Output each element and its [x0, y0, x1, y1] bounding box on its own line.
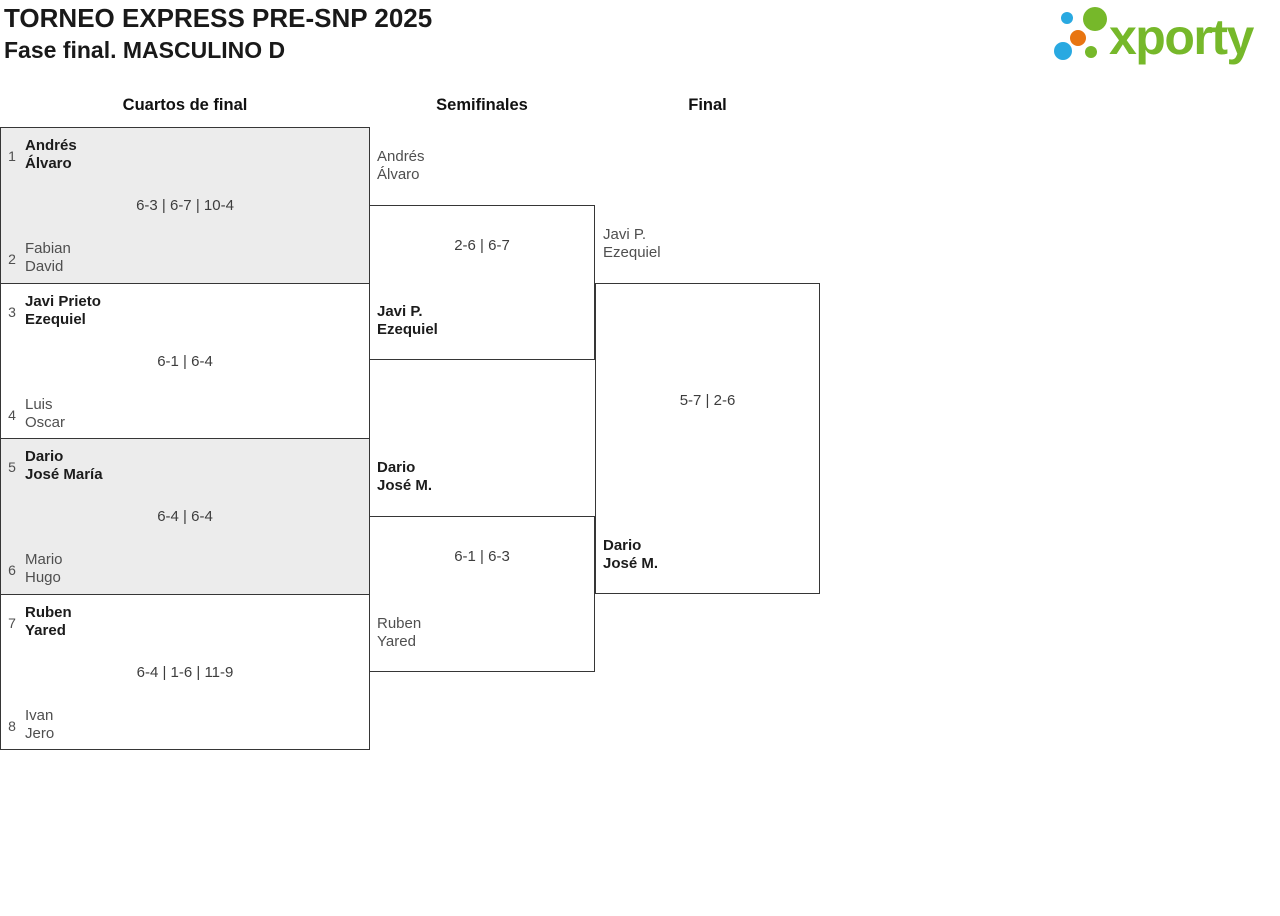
team-pair-loser: Andrés Álvaro — [377, 148, 425, 184]
match-quarterfinal-4[interactable]: 7 Ruben Yared 6-4 | 1-6 | 11-9 8 Ivan Je… — [0, 594, 370, 750]
team-pair-loser: Ivan Jero — [25, 707, 54, 743]
seed-number: 7 — [8, 615, 16, 631]
player-name: José M. — [603, 555, 659, 572]
player-name: Dario — [603, 537, 642, 554]
player-name: Javi P. — [603, 226, 647, 243]
player-name: Álvaro — [377, 166, 420, 183]
player-name: Álvaro — [25, 155, 72, 172]
player-name: Ezequiel — [603, 244, 661, 261]
team-pair-winner: Dario José María — [25, 448, 103, 484]
team-pair-winner: Andrés Álvaro — [25, 137, 77, 173]
player-name: Andrés — [377, 148, 425, 165]
player-name: Hugo — [25, 569, 61, 586]
round-header-quarterfinals: Cuartos de final — [122, 96, 248, 114]
match-score: 5-7 | 2-6 — [679, 392, 736, 409]
match-score: 6-4 | 1-6 | 11-9 — [136, 664, 234, 681]
player-name: Fabian — [25, 240, 71, 257]
match-score: 2-6 | 6-7 — [454, 237, 510, 254]
match-score: 6-1 | 6-3 — [454, 548, 510, 565]
seed-number: 4 — [8, 407, 16, 423]
team-pair-winner: Dario José M. — [377, 459, 432, 495]
player-name: Jero — [25, 725, 55, 742]
xporty-logo[interactable]: xporty — [1047, 2, 1279, 68]
seed-number: 1 — [8, 148, 16, 164]
logo-dot-blue-small — [1061, 12, 1073, 24]
player-name: Javi P. — [377, 303, 423, 320]
match-quarterfinal-2[interactable]: 3 Javi Prieto Ezequiel 6-1 | 6-4 4 Luis … — [0, 283, 370, 439]
logo-dot-green-large — [1083, 7, 1107, 31]
seed-number: 5 — [8, 459, 16, 475]
round-header-final: Final — [688, 96, 727, 114]
team-pair-winner: Ruben Yared — [25, 604, 72, 640]
round-header-semifinals: Semifinales — [436, 96, 528, 114]
player-name: Dario — [25, 448, 64, 465]
team-pair-loser: Javi P. Ezequiel — [603, 226, 661, 262]
team-pair-winner: Javi Prieto Ezequiel — [25, 293, 101, 329]
match-quarterfinal-1[interactable]: 1 Andrés Álvaro 6-3 | 6-7 | 10-4 2 Fabia… — [0, 127, 370, 284]
player-name: Ruben — [25, 604, 72, 621]
match-semifinal-1[interactable] — [369, 205, 595, 360]
player-name: David — [25, 258, 64, 275]
player-name: Ezequiel — [25, 311, 86, 328]
logo-dot-green-small — [1085, 46, 1097, 58]
page-title: TORNEO EXPRESS PRE-SNP 2025 — [4, 3, 433, 33]
match-score: 6-3 | 6-7 | 10-4 — [136, 197, 234, 214]
player-name: Andrés — [25, 137, 77, 154]
player-name: Mario — [25, 551, 63, 568]
match-score: 6-1 | 6-4 — [157, 353, 213, 370]
logo-dots-icon — [1054, 7, 1107, 60]
player-name: Javi Prieto — [25, 293, 101, 310]
player-name: Yared — [377, 633, 416, 650]
player-name: José M. — [377, 477, 433, 494]
match-quarterfinal-3[interactable]: 5 Dario José María 6-4 | 6-4 6 Mario Hug… — [0, 438, 370, 595]
player-name: Oscar — [25, 414, 66, 431]
team-pair-loser: Fabian David — [25, 240, 71, 276]
player-name: Ruben — [377, 615, 422, 632]
player-name: Yared — [25, 622, 66, 639]
player-name: Ezequiel — [377, 321, 438, 338]
match-score: 6-4 | 6-4 — [157, 508, 213, 525]
team-pair-loser: Mario Hugo — [25, 551, 63, 587]
team-pair-loser: Luis Oscar — [25, 396, 65, 432]
logo-dot-orange — [1070, 30, 1086, 46]
team-pair-loser: Ruben Yared — [377, 615, 421, 651]
seed-number: 2 — [8, 251, 16, 267]
team-pair-winner: Dario José M. — [603, 537, 658, 573]
logo-dot-blue-large — [1054, 42, 1072, 60]
player-name: Dario — [377, 459, 416, 476]
page-subtitle: Fase final. MASCULINO D — [4, 37, 286, 63]
player-name: Ivan — [25, 707, 54, 724]
player-name: José María — [25, 466, 103, 483]
match-final[interactable] — [595, 283, 820, 594]
player-name: Luis — [25, 396, 53, 413]
match-semifinal-2[interactable] — [369, 516, 595, 672]
seed-number: 6 — [8, 562, 16, 578]
team-pair-winner: Javi P. Ezequiel — [377, 303, 438, 339]
seed-number: 3 — [8, 304, 16, 320]
logo-wordmark: xporty — [1109, 9, 1255, 65]
seed-number: 8 — [8, 718, 16, 734]
